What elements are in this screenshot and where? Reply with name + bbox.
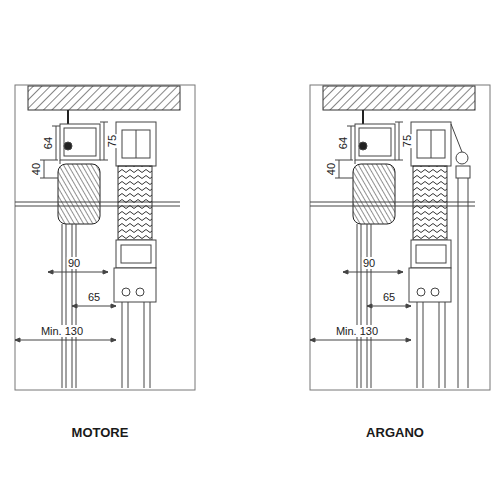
dimension-label: 65 — [382, 291, 396, 303]
dimension-label: Min. 130 — [335, 325, 379, 337]
dimension-label: 75 — [106, 134, 118, 148]
dimension-label: 90 — [362, 257, 376, 269]
panel-caption: MOTORE — [72, 425, 129, 440]
dimension-label: 40 — [30, 162, 42, 176]
panel-caption: ARGANO — [366, 425, 424, 440]
winch-crank — [451, 124, 470, 388]
dimension-label: 90 — [67, 257, 81, 269]
dimension-label: 40 — [325, 162, 337, 176]
motor-panel — [15, 85, 195, 390]
dimension-label: 64 — [42, 136, 54, 150]
dimension-label: Min. 130 — [40, 325, 84, 337]
dimension-label: 64 — [337, 136, 349, 150]
dimension-label: 65 — [87, 291, 101, 303]
winch-panel — [310, 85, 490, 390]
dimension-label: 75 — [401, 134, 413, 148]
